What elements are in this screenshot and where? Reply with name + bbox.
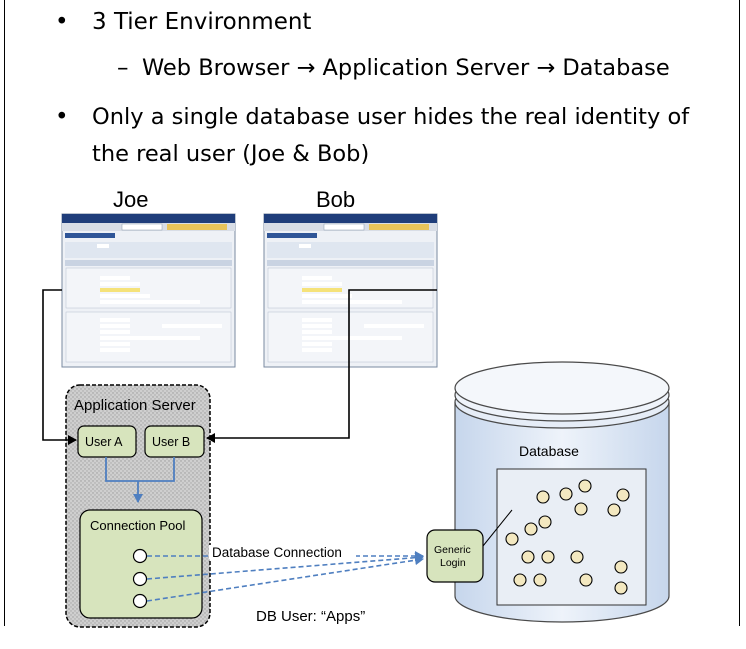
record-circle bbox=[536, 490, 550, 504]
record-circle bbox=[614, 581, 628, 595]
user-b-label: User B bbox=[152, 435, 190, 449]
sub-bullet-dash: – bbox=[117, 55, 129, 81]
record-circle bbox=[616, 488, 630, 502]
record-circle bbox=[614, 560, 628, 574]
bullet-1: • bbox=[55, 9, 69, 35]
bullet-2-text: Only a single database user hides the re… bbox=[92, 104, 690, 130]
record-circle bbox=[570, 550, 584, 564]
connection-pool-box bbox=[79, 509, 203, 619]
record-circle bbox=[533, 573, 547, 587]
record-circle bbox=[559, 487, 573, 501]
generic-login-box bbox=[426, 529, 484, 583]
user-a-label: User A bbox=[85, 435, 123, 449]
login-to-data-connector bbox=[482, 509, 513, 547]
pool-connection-1 bbox=[132, 548, 148, 564]
user-a-box bbox=[77, 425, 137, 458]
bullet-2: • bbox=[55, 104, 69, 130]
database-connection-label: Database Connection bbox=[212, 545, 342, 560]
joe-browser-window bbox=[61, 213, 236, 368]
bullet-1-text: 3 Tier Environment bbox=[92, 9, 312, 35]
record-circle bbox=[538, 515, 552, 529]
joe-to-user-a-arrow bbox=[42, 289, 77, 445]
db-user-label: DB User: “Apps” bbox=[256, 608, 365, 625]
record-circle bbox=[513, 573, 527, 587]
connection-label-bg bbox=[209, 545, 356, 559]
bullet-dot: • bbox=[55, 9, 69, 35]
record-circle bbox=[541, 550, 555, 564]
user-to-pool-connector bbox=[105, 457, 175, 503]
record-circle bbox=[578, 479, 592, 493]
slide-frame bbox=[4, 0, 740, 626]
bob-label: Bob bbox=[316, 187, 355, 212]
bullet-2-text-cont: the real user (Joe & Bob) bbox=[92, 141, 370, 167]
pool-connection-2 bbox=[132, 571, 148, 587]
record-circle bbox=[505, 532, 519, 546]
record-circle bbox=[607, 503, 621, 517]
connection-pool-label: Connection Pool bbox=[90, 518, 186, 533]
bob-to-user-b-arrow bbox=[206, 289, 437, 443]
pool-connection-3 bbox=[132, 593, 148, 609]
database-records bbox=[505, 479, 630, 595]
generic-login-line1: Generic bbox=[434, 544, 471, 556]
record-circle bbox=[521, 550, 535, 564]
record-circle bbox=[524, 522, 538, 536]
joe-label: Joe bbox=[113, 187, 148, 212]
sub-bullet-text: Web Browser → Application Server → Datab… bbox=[142, 55, 670, 81]
record-circle bbox=[579, 573, 593, 587]
database-label: Database bbox=[519, 443, 579, 459]
record-circle bbox=[574, 502, 588, 516]
application-server-title: Application Server bbox=[74, 397, 196, 414]
generic-login-line2: Login bbox=[440, 557, 466, 569]
